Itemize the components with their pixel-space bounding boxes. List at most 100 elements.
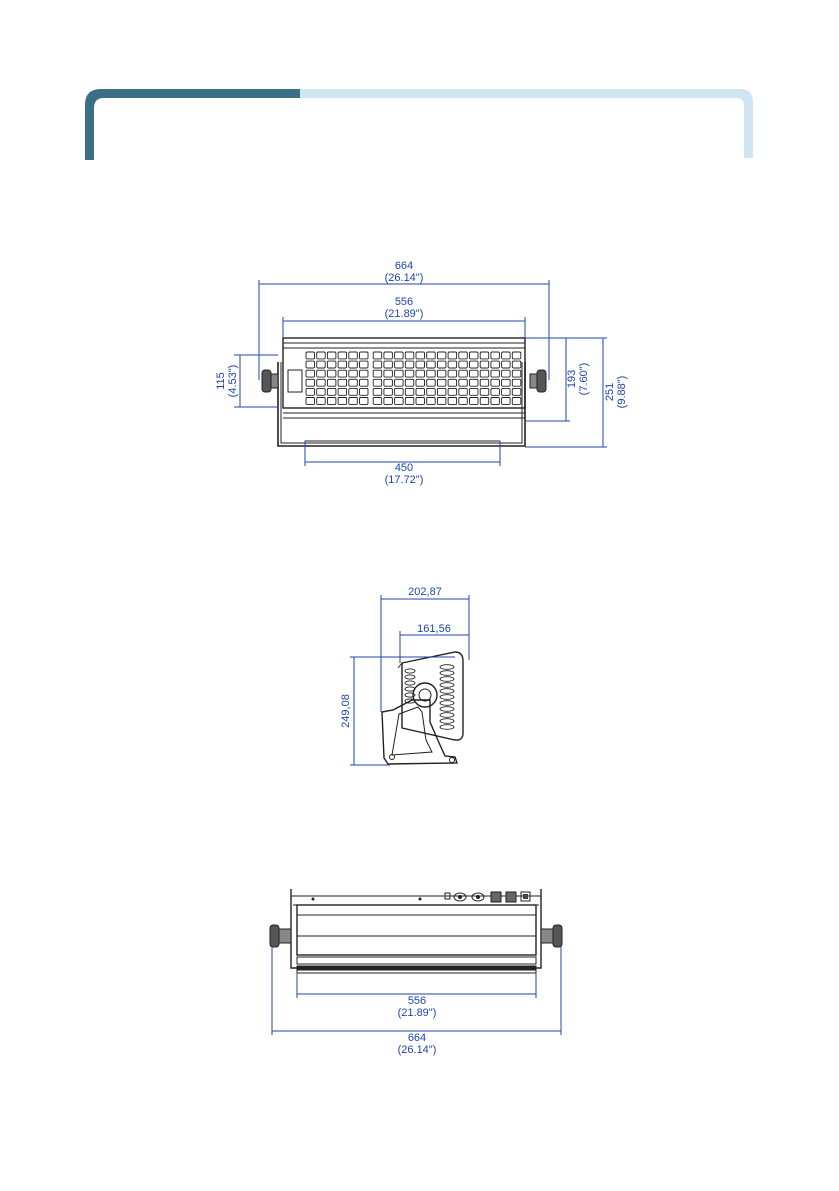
led-cell <box>470 361 479 368</box>
led-cell <box>502 388 511 395</box>
led-cell <box>338 379 347 386</box>
dim-rear-664-in: (26.14") <box>398 1044 437 1056</box>
led-cell <box>327 352 336 359</box>
led-cell <box>437 361 446 368</box>
led-cell <box>373 398 382 405</box>
led-cell <box>384 361 393 368</box>
led-cell <box>395 388 404 395</box>
led-cell <box>327 370 336 377</box>
led-cell <box>416 388 425 395</box>
led-cell <box>306 379 315 386</box>
led-cell <box>512 388 521 395</box>
led-cell <box>338 370 347 377</box>
dim-193-in: (7.60") <box>578 363 590 396</box>
led-cell <box>373 361 382 368</box>
led-cell <box>416 352 425 359</box>
led-cell <box>327 398 336 405</box>
led-cell <box>360 370 369 377</box>
led-cell <box>459 379 468 386</box>
led-cell <box>437 398 446 405</box>
led-cell <box>459 370 468 377</box>
led-cell <box>317 370 326 377</box>
led-cell <box>384 388 393 395</box>
led-cell <box>459 352 468 359</box>
heatsink-fin <box>440 683 454 688</box>
dim-664-mm: 664 <box>395 260 413 272</box>
led-cell <box>405 379 414 386</box>
dim-161-56: 161,56 <box>417 623 451 635</box>
led-cell <box>512 352 521 359</box>
led-cell <box>360 352 369 359</box>
dim-rear-664-mm: 664 <box>408 1032 426 1044</box>
led-cell <box>317 379 326 386</box>
dim-base-width: 450 (17.72") <box>305 441 500 486</box>
dim-450-in: (17.72") <box>385 474 424 486</box>
dim-249-08: 249,08 <box>340 694 352 728</box>
led-cell <box>306 352 315 359</box>
led-cell <box>427 388 436 395</box>
led-cell <box>491 361 500 368</box>
dim-664-in: (26.14") <box>385 272 424 284</box>
led-cell <box>395 370 404 377</box>
led-cell <box>512 361 521 368</box>
led-cell <box>360 398 369 405</box>
heatsink-fin <box>440 725 454 730</box>
heatsink-fin <box>405 675 415 679</box>
dim-side-height: 249,08 <box>340 657 455 765</box>
led-cell <box>427 379 436 386</box>
dim-body-width: 556 (21.89") <box>283 296 525 338</box>
led-cell <box>360 388 369 395</box>
led-cell <box>491 388 500 395</box>
led-cell <box>384 370 393 377</box>
dim-115-mm: 115 <box>215 372 227 390</box>
led-cell <box>338 388 347 395</box>
dim-rear-556-in: (21.89") <box>398 1007 437 1019</box>
led-cell <box>448 388 457 395</box>
dim-556-in: (21.89") <box>385 308 424 320</box>
led-cell <box>470 398 479 405</box>
dim-556-mm: 556 <box>395 296 413 308</box>
heatsink-fin <box>440 713 454 718</box>
led-cell <box>306 361 315 368</box>
led-cell <box>327 361 336 368</box>
dim-115-in: (4.53") <box>227 365 239 398</box>
front-view-body <box>283 338 525 418</box>
led-cell <box>480 352 489 359</box>
led-cell <box>384 352 393 359</box>
led-grid <box>306 352 521 404</box>
led-cell <box>349 379 358 386</box>
heatsink-fin <box>405 669 415 673</box>
led-cell <box>512 398 521 405</box>
heatsink-fin <box>440 689 454 694</box>
led-cell <box>491 370 500 377</box>
led-cell <box>317 361 326 368</box>
led-cell <box>384 398 393 405</box>
led-cell <box>491 398 500 405</box>
led-cell <box>459 388 468 395</box>
led-cell <box>384 379 393 386</box>
led-cell <box>437 352 446 359</box>
led-cell <box>349 361 358 368</box>
led-cell <box>373 352 382 359</box>
led-cell <box>416 370 425 377</box>
led-cell <box>448 352 457 359</box>
led-cell <box>480 388 489 395</box>
led-cell <box>349 388 358 395</box>
led-cell <box>502 361 511 368</box>
heatsink-fin <box>440 719 454 724</box>
led-cell <box>459 398 468 405</box>
led-cell <box>502 379 511 386</box>
led-cell <box>502 352 511 359</box>
dim-193-mm: 193 <box>566 370 578 388</box>
heatsink-fin <box>440 665 454 670</box>
led-cell <box>349 352 358 359</box>
led-cell <box>427 370 436 377</box>
led-cell <box>459 361 468 368</box>
led-cell <box>437 388 446 395</box>
led-cell <box>327 388 336 395</box>
led-cell <box>416 361 425 368</box>
right-knob <box>530 370 546 392</box>
led-cell <box>512 370 521 377</box>
led-cell <box>427 352 436 359</box>
